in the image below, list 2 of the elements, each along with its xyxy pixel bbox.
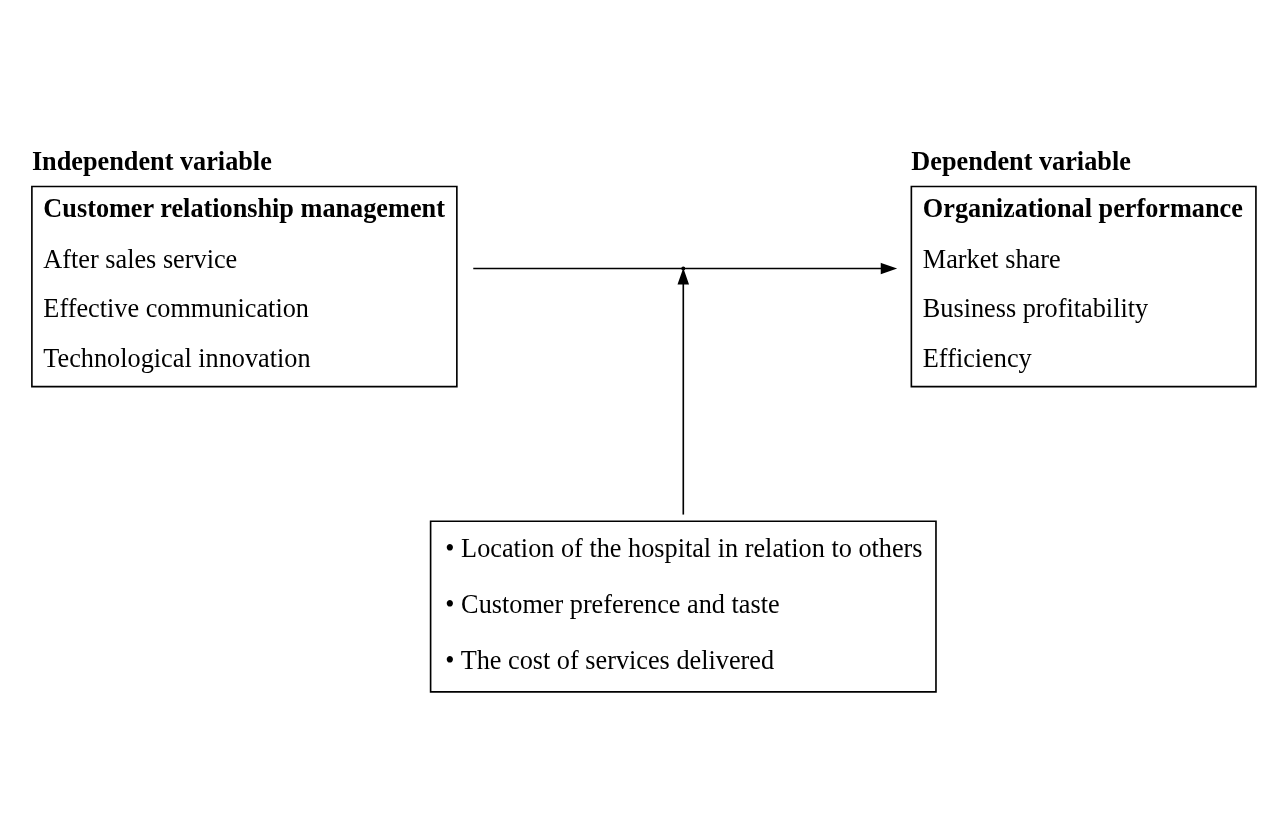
node-label: Dependent variable <box>911 146 1131 176</box>
node-label: Independent variable <box>31 146 272 176</box>
